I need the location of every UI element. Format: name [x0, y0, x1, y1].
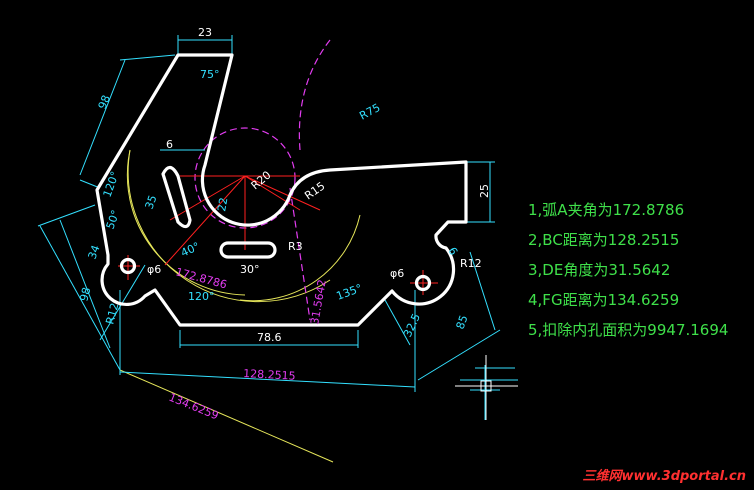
dim-32-5: 32.5: [401, 312, 423, 340]
dim-35: 35: [143, 193, 160, 211]
note-fg-distance: 4,FG距离为134.6259: [528, 291, 680, 309]
note-de-angle: 3,DE角度为31.5642: [528, 261, 671, 279]
dim-bc-distance: 128.2515: [243, 367, 296, 383]
r75-arc: [298, 39, 331, 151]
outer-contour: [95, 53, 468, 327]
arc-a-sweep: [127, 149, 331, 303]
note-area: 5,扣除内孔面积为9947.1694: [528, 321, 729, 339]
part-outline: [95, 53, 468, 327]
dimension-lines: [37, 35, 518, 420]
dim-22: 22: [215, 196, 230, 212]
dim-85: 85: [454, 313, 471, 331]
dim-r12-left: R12: [103, 302, 121, 326]
hole-right: [414, 274, 432, 292]
dim-de-angle: 31.5642: [308, 278, 329, 325]
dim-23: 23: [198, 26, 212, 39]
de-angle-line: [289, 187, 311, 321]
note-bc-distance: 2,BC距离为128.2515: [528, 231, 680, 249]
result-notes: 1,弧A夹角为172.8786 2,BC距离为128.2515 3,DE角度为3…: [528, 195, 728, 345]
reference-arcs: [119, 149, 361, 463]
dim-phi6-right: φ6: [390, 267, 404, 280]
dim-120b: 120°: [188, 290, 215, 303]
dim-r75: R75: [357, 101, 382, 123]
dim-6a: 6: [166, 138, 173, 151]
dim-6b: 6: [445, 245, 460, 258]
dim-120deg: 120°: [101, 170, 122, 199]
dim-40deg: 40°: [179, 240, 202, 260]
arc-a-outer: [126, 149, 246, 296]
dim-98: 98: [96, 93, 113, 111]
arc-a-inner: [239, 214, 361, 302]
dim-r20: R20: [249, 168, 274, 192]
dim-30deg: 30°: [240, 263, 260, 276]
inner-slot-bottom: [219, 241, 277, 259]
dim-98b: 98: [77, 286, 93, 303]
dim-75deg: 75°: [200, 68, 220, 81]
dim-r12-right: R12: [460, 257, 482, 270]
dim-78-6: 78.6: [257, 331, 282, 344]
dim-phi6-left: φ6: [147, 263, 161, 276]
dim-arc-angle: 172.8786: [174, 265, 228, 291]
hole-left: [119, 257, 137, 275]
dim-50deg: 50°: [104, 208, 123, 231]
fg-dimension-line: [119, 369, 334, 463]
dim-34: 34: [86, 243, 103, 261]
dim-fg-distance: 134.6259: [167, 391, 221, 423]
note-arc-angle: 1,弧A夹角为172.8786: [528, 201, 685, 219]
dim-r15: R15: [302, 179, 327, 202]
dim-25: 25: [478, 184, 491, 198]
dim-r3: R3: [288, 240, 303, 253]
inner-slot-left: [161, 165, 192, 229]
dim-135deg: 135°: [335, 282, 364, 303]
watermark: 三维网www.3dportal.cn: [582, 469, 746, 484]
crosshair-cursor: [455, 355, 518, 420]
